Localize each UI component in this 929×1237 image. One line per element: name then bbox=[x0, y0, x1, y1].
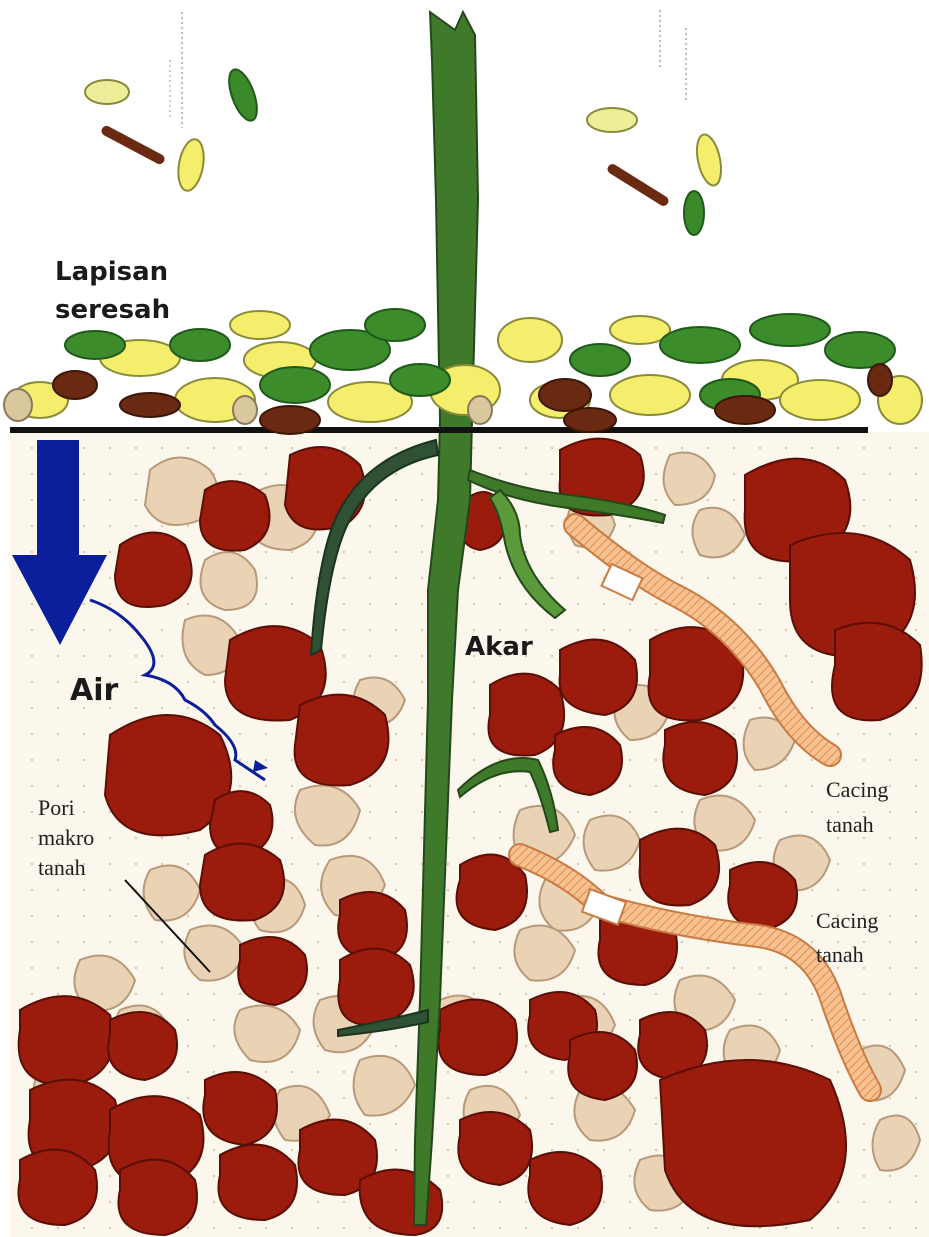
root-label: Akar bbox=[465, 632, 533, 662]
macropore-label-line1: Pori bbox=[38, 795, 75, 820]
worm2-label-line2: tanah bbox=[816, 942, 864, 967]
macropore-label-line2: makro bbox=[38, 825, 94, 850]
worm1-label-line2: tanah bbox=[826, 812, 874, 837]
litter-label-line2: seresah bbox=[55, 295, 170, 325]
macropore-label-line3: tanah bbox=[38, 855, 86, 880]
litter-label-line1: Lapisan bbox=[55, 257, 168, 287]
worm1-label-line1: Cacing bbox=[826, 777, 888, 802]
worm2-label-line1: Cacing bbox=[816, 908, 878, 933]
water-label: Air bbox=[70, 673, 119, 708]
